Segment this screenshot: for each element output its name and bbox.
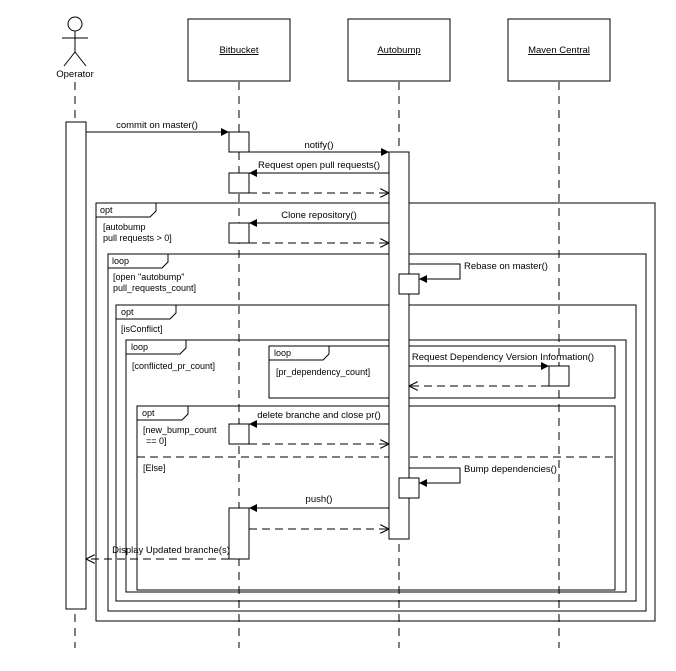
activation-bitbucket-1: [228, 131, 250, 153]
fragment-opt-autobump: opt [autobump pull requests > 0]: [95, 202, 656, 622]
svg-text:Request Dependency Version Inf: Request Dependency Version Information(): [412, 352, 594, 363]
participant-autobump: Autobump: [347, 18, 451, 82]
participant-bitbucket: Bitbucket: [187, 18, 291, 82]
svg-text:pull_requests_count]: pull_requests_count]: [113, 283, 196, 293]
msg-bump: Bump dependencies(): [409, 464, 557, 487]
svg-text:opt: opt: [121, 307, 134, 317]
activation-bitbucket-5: [228, 507, 250, 560]
participant-maven-label: Maven Central: [528, 45, 590, 56]
participant-maven: Maven Central: [507, 18, 611, 82]
svg-text:notify(): notify(): [304, 140, 333, 151]
msg-commit: commit on master(): [86, 120, 229, 136]
svg-text:[isConflict]: [isConflict]: [121, 324, 163, 334]
svg-text:loop: loop: [131, 342, 148, 352]
actor-head-icon: [67, 16, 83, 32]
svg-text:[new_bump_count: [new_bump_count: [143, 425, 217, 435]
msg-notify: notify(): [249, 140, 389, 156]
svg-text:opt: opt: [100, 205, 113, 215]
svg-text:pull requests > 0]: pull requests > 0]: [103, 233, 172, 243]
fragment-opt-bump: opt [new_bump_count == 0] [Else]: [136, 405, 616, 591]
svg-text:Rebase on master(): Rebase on master(): [464, 261, 548, 272]
svg-text:[open "autobump": [open "autobump": [113, 272, 184, 282]
msg-request-prs: Request open pull requests(): [249, 160, 389, 193]
participant-bitbucket-label: Bitbucket: [219, 45, 258, 56]
svg-text:loop: loop: [274, 348, 291, 358]
svg-text:[pr_dependency_count]: [pr_dependency_count]: [276, 367, 370, 377]
participant-autobump-label: Autobump: [377, 45, 420, 56]
fragment-loop-conflicted: loop [conflicted_pr_count]: [125, 339, 627, 593]
actor-operator: Operator: [56, 16, 94, 80]
svg-text:push(): push(): [306, 494, 333, 505]
activation-autobump-bump: [398, 477, 420, 499]
activation-operator: [65, 121, 87, 610]
msg-push: push(): [249, 494, 389, 529]
activation-autobump: [388, 151, 410, 540]
svg-text:Bump dependencies(): Bump dependencies(): [464, 464, 557, 475]
svg-text:commit on master(): commit on master(): [116, 120, 198, 131]
fragment-loop-dependency: loop [pr_dependency_count]: [268, 345, 616, 399]
activation-bitbucket-2: [228, 172, 250, 194]
activation-autobump-rebase: [398, 273, 420, 295]
activation-maven: [548, 365, 570, 387]
activation-bitbucket-3: [228, 222, 250, 244]
svg-text:opt: opt: [142, 408, 155, 418]
fragment-opt-conflict: opt [isConflict]: [115, 304, 637, 602]
fragment-loop-open-prs: loop [open "autobump" pull_requests_coun…: [107, 253, 647, 612]
svg-text:Display Updated branche(s): Display Updated branche(s): [112, 545, 230, 556]
svg-text:[Else]: [Else]: [143, 463, 166, 473]
svg-text:== 0]: == 0]: [146, 436, 167, 446]
msg-display-updated: Display Updated branche(s): [86, 545, 230, 559]
actor-operator-label: Operator: [56, 69, 94, 80]
svg-text:Clone repository(): Clone repository(): [281, 210, 357, 221]
svg-text:[conflicted_pr_count]: [conflicted_pr_count]: [132, 361, 215, 371]
svg-text:Request open pull requests(): Request open pull requests(): [258, 160, 380, 171]
activation-bitbucket-4: [228, 423, 250, 445]
msg-rebase: Rebase on master(): [409, 261, 548, 283]
svg-text:loop: loop: [112, 256, 129, 266]
msg-delete-branch: delete branche and close pr(): [249, 410, 389, 444]
svg-text:delete branche and close pr(): delete branche and close pr(): [257, 410, 381, 421]
msg-request-dependency: Request Dependency Version Information(): [409, 352, 594, 386]
svg-text:[autobump: [autobump: [103, 222, 146, 232]
msg-clone: Clone repository(): [249, 210, 389, 243]
